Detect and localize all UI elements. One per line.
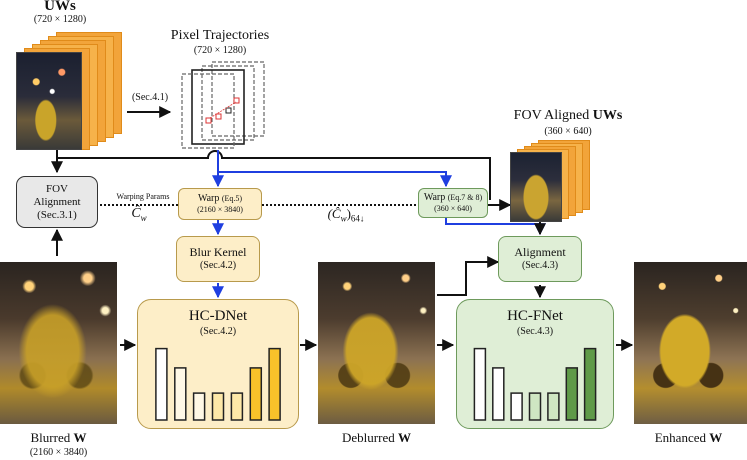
alignment-sec: (Sec.4.3) [521, 260, 559, 271]
warping-params-symbol-sub: w [140, 212, 147, 223]
pixel-trajectories-stack [181, 61, 265, 149]
deblurred-image [318, 262, 435, 424]
hc-dnet-sec: (Sec.4.2) [199, 326, 237, 337]
uws-size: (720 × 1280) [33, 14, 87, 25]
warp1-box[interactable]: Warp (Eq.5) (2160 × 3840) [178, 188, 262, 220]
hc-dnet-bars [155, 347, 281, 421]
hc-fnet-bar-4 [528, 392, 542, 421]
fov-aligned-title-prefix: FOV Aligned [513, 108, 593, 123]
warping-params-ds-main: (Ĉ [327, 206, 341, 221]
hc-dnet-bar-7 [268, 347, 281, 421]
hc-dnet-bar-4 [211, 392, 225, 421]
warp2-size: (360 × 640) [434, 204, 472, 213]
warp1-ref: (Eq.5) [221, 194, 243, 203]
warping-params-downsampled: (Ĉw)64↓ [318, 206, 374, 224]
hc-dnet-box[interactable]: HC-DNet (Sec.4.2) [137, 299, 299, 429]
uws-front-photo [16, 52, 82, 150]
warp2-label: Warp [423, 192, 446, 203]
arrow-deblurred-to-alignment [437, 256, 500, 296]
fov-aligned-front-photo [510, 152, 562, 222]
fov-aligned-title-bold: UWs [592, 108, 623, 123]
fov-aligned-size: (360 × 640) [544, 126, 592, 137]
hc-dnet-bar-2 [174, 367, 187, 421]
fov-aligned-image-stack [510, 140, 592, 222]
hc-fnet-bar-3 [510, 392, 523, 421]
hc-fnet-bar-5 [547, 392, 560, 421]
hc-fnet-bars [473, 347, 597, 421]
warp1-label: Warp [197, 193, 220, 204]
blur-kernel-box[interactable]: Blur Kernel (Sec.4.2) [176, 236, 260, 282]
enhanced-image [634, 262, 747, 424]
blurred-caption-bold: W [73, 430, 87, 445]
hc-dnet-bar-3 [192, 392, 206, 421]
hc-fnet-bar-6 [565, 367, 579, 421]
blurred-caption-prefix: Blurred [30, 430, 74, 445]
hc-dnet-bar-6 [249, 367, 263, 421]
deblurred-caption-bold: W [397, 430, 411, 445]
uws-title: UWs [44, 0, 76, 14]
arrow-uws-to-fov-aligned [56, 150, 491, 200]
deblurred-caption-prefix: Deblurred [342, 430, 398, 445]
hc-fnet-label: HC-FNet [507, 308, 563, 324]
deblurred-caption: Deblurred W [318, 430, 435, 446]
hc-fnet-bar-2 [492, 367, 505, 421]
warping-params-ds-sub: w [340, 213, 347, 224]
fov-aligned-title: FOV Aligned UWs [488, 108, 648, 124]
warping-params-label: Warping Params [116, 192, 170, 201]
hc-dnet-bar-1 [155, 347, 168, 421]
blur-kernel-label: Blur Kernel [189, 245, 247, 259]
enhanced-caption: Enhanced W [630, 430, 747, 446]
blurred-image [0, 262, 117, 424]
warp2-ref: (Eq.7 & 8) [447, 193, 483, 202]
fov-alignment-line2: Alignment [33, 195, 81, 208]
uws-sec-label: (Sec.4.1) [131, 92, 169, 103]
blue-traj-to-warp2 [218, 171, 452, 188]
warp2-box[interactable]: Warp (Eq.7 & 8) (360 × 640) [418, 188, 488, 218]
blurred-caption: Blurred W [0, 430, 117, 446]
hc-dnet-label: HC-DNet [188, 308, 248, 324]
blurred-size: (2160 × 3840) [29, 447, 88, 458]
warping-params-ds-tail: ) [346, 206, 351, 221]
fov-alignment-line1: FOV [45, 182, 68, 195]
hc-dnet-bar-5 [230, 392, 244, 421]
hc-fnet-bar-7 [583, 347, 597, 421]
hc-fnet-box[interactable]: HC-FNet (Sec.4.3) [456, 299, 614, 429]
enhanced-caption-bold: W [709, 430, 723, 445]
pixel-trajectories-size: (720 × 1280) [193, 45, 247, 56]
warping-params-symbol: Ĉw [124, 206, 154, 223]
warp2-label-row: Warp (Eq.7 & 8) [424, 192, 482, 203]
hc-fnet-bar-1 [473, 347, 487, 421]
warping-params-ds-down: 64↓ [350, 213, 365, 224]
fov-alignment-sec: (Sec.3.1) [37, 208, 77, 221]
warp1-size: (2160 × 3840) [197, 205, 243, 214]
pixel-trajectories-title: Pixel Trajectories [170, 28, 270, 43]
warp1-label-row: Warp (Eq.5) [198, 193, 242, 204]
enhanced-caption-prefix: Enhanced [654, 430, 710, 445]
alignment-label: Alignment [514, 245, 566, 259]
alignment-box[interactable]: Alignment (Sec.4.3) [498, 236, 582, 282]
uws-image-stack [16, 32, 128, 150]
hc-fnet-sec: (Sec.4.3) [516, 326, 554, 337]
warping-params-symbol-main: Ĉ [131, 206, 141, 221]
fov-alignment-box[interactable]: FOV Alignment (Sec.3.1) [16, 176, 98, 228]
blur-kernel-sec: (Sec.4.2) [199, 260, 237, 271]
